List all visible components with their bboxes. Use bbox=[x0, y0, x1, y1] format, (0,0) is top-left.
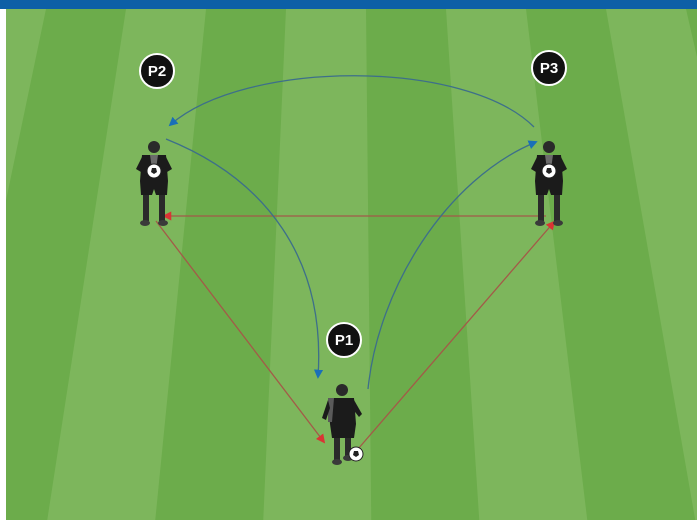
player-label-text: P1 bbox=[335, 332, 353, 349]
top-bar bbox=[0, 0, 697, 9]
player-label-text: P3 bbox=[540, 60, 558, 77]
player-label-text: P2 bbox=[148, 63, 166, 80]
player-label-p1: P1 bbox=[327, 323, 361, 357]
player-label-p2: P2 bbox=[140, 54, 174, 88]
grass-stripes bbox=[6, 9, 697, 520]
player-label-p3: P3 bbox=[532, 51, 566, 85]
